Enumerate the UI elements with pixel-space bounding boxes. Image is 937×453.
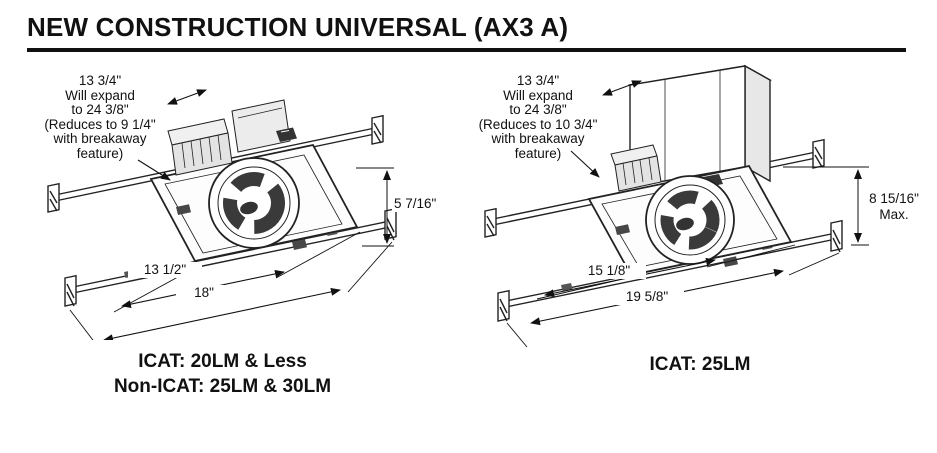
expansion-arrow bbox=[167, 89, 207, 105]
housing-drawing-left bbox=[47, 89, 397, 340]
caption-right: ICAT: 25LM bbox=[649, 354, 751, 375]
caption-left: ICAT: 20LM & Less Non-ICAT: 25LM & 30LM bbox=[113, 351, 332, 397]
outer-width-dimension bbox=[69, 241, 393, 340]
connector-icon bbox=[276, 127, 297, 142]
baffle-icon bbox=[660, 190, 720, 250]
plenum-box bbox=[627, 64, 773, 188]
expansion-note-left: 13 3/4" Will expand to 24 3/8" (Reduces … bbox=[44, 73, 156, 161]
torsion-clip-icon bbox=[723, 256, 738, 267]
overall-width-label-right: 19 5/8" bbox=[610, 289, 684, 305]
pan-width-label-left: 13 1/2" bbox=[128, 262, 202, 278]
torsion-clip-icon bbox=[292, 239, 307, 250]
height-dimension-label-right: 8 15/16" Max. bbox=[862, 191, 926, 223]
housing-drawing-right bbox=[484, 64, 869, 348]
torsion-clip-icon bbox=[176, 204, 191, 215]
reflector-flap bbox=[231, 99, 291, 153]
expansion-arrow bbox=[602, 80, 642, 96]
junction-box bbox=[610, 144, 723, 192]
junction-box bbox=[167, 118, 297, 176]
leader-arrow bbox=[137, 159, 171, 181]
expansion-note-right: 13 3/4" Will expand to 24 3/8" (Reduces … bbox=[478, 73, 598, 161]
overall-width-label-left: 18" bbox=[176, 285, 232, 301]
pan-width-label-right: 15 1/8" bbox=[572, 263, 646, 279]
torsion-clip-icon bbox=[615, 224, 630, 235]
baffle-icon bbox=[223, 172, 285, 234]
leader-arrow bbox=[570, 150, 600, 178]
trim-aperture bbox=[208, 157, 300, 249]
title-rule bbox=[27, 48, 906, 52]
height-dimension bbox=[783, 166, 869, 246]
page-title: NEW CONSTRUCTION UNIVERSAL (AX3 A) bbox=[27, 12, 569, 42]
trim-aperture bbox=[645, 175, 735, 265]
height-dimension-label-left: 5 7/16" bbox=[392, 196, 439, 212]
